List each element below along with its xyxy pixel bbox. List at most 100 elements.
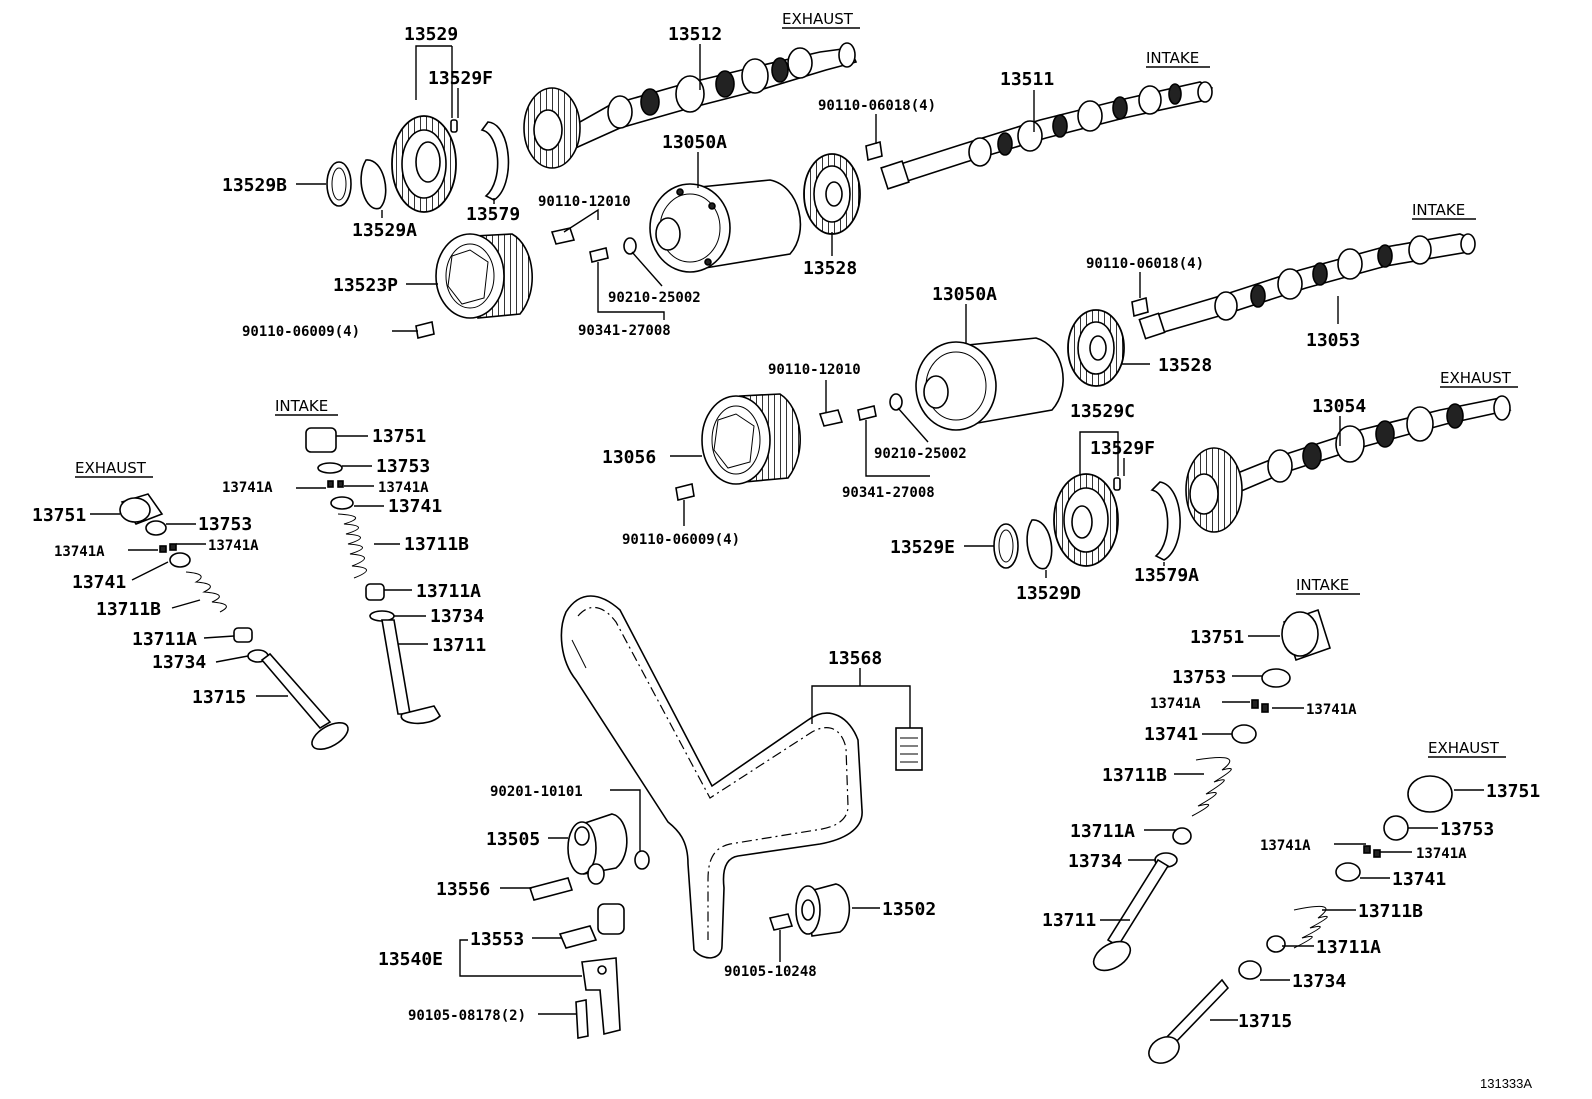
valve-group-right-intake [1092, 608, 1331, 972]
camshaft-13054 [1185, 395, 1512, 533]
label-13741A-ri-a: 13741A [1150, 696, 1201, 712]
housing-13523P [435, 233, 533, 319]
label-90105-08178: 90105-08178(2) [408, 1008, 526, 1024]
label-13711A-ri: 13711A [1070, 821, 1135, 842]
label-13523P: 13523P [333, 275, 398, 296]
label-13753-le: 13753 [198, 514, 252, 535]
label-90341-27008-lower: 90341-27008 [842, 485, 935, 501]
bolt-90341-upper [589, 247, 609, 263]
part-labels: 13529 13529F 13512 13511 90110-06018(4) … [32, 24, 1540, 1032]
camshaft-13053 [1138, 233, 1476, 340]
ring-13579 [480, 121, 510, 201]
bolt-90105-10248 [768, 913, 794, 931]
label-13512: 13512 [668, 24, 722, 45]
timing-belt-13568 [560, 595, 863, 959]
label-90110-06009-left: 90110-06009(4) [242, 324, 360, 340]
vvt-13050A [649, 179, 802, 273]
section-headers: EXHAUST INTAKE INTAKE EXHAUST INTAKE EXH… [75, 10, 1518, 758]
label-13529F-lower: 13529F [1090, 438, 1155, 459]
pin-13529F-b [1113, 477, 1121, 491]
label-90210-25002-top: 90210-25002 [608, 290, 701, 306]
label-13734-le: 13734 [152, 652, 206, 673]
label-90210-25002-lower: 90210-25002 [874, 446, 967, 462]
pin-13529F [450, 119, 458, 133]
bolt-90110-12010-upper [550, 227, 576, 245]
label-13741A-le-a: 13741A [54, 544, 105, 560]
label-13050A-lower: 13050A [932, 284, 997, 305]
label-13753-ri: 13753 [1172, 667, 1226, 688]
label-13056: 13056 [602, 447, 656, 468]
header-exhaust-left: EXHAUST [75, 459, 147, 477]
label-13711A-li: 13711A [416, 581, 481, 602]
label-90110-06018-right: 90110-06018(4) [1086, 256, 1204, 272]
idler-13502 [795, 883, 851, 937]
washer-90201 [634, 850, 650, 870]
sprocket-13529C [1053, 473, 1119, 567]
label-13553: 13553 [470, 929, 524, 950]
label-13741A-le-b: 13741A [208, 538, 259, 554]
bracket-13540E [581, 957, 621, 1036]
belt-label-card [895, 727, 923, 771]
label-13511: 13511 [1000, 69, 1054, 90]
gear-13528-upper [803, 153, 861, 235]
bolt-90110-06009-b [675, 483, 695, 501]
label-13711A-le: 13711A [132, 629, 197, 650]
sprocket-13529 [391, 115, 457, 213]
label-13741A-re-b: 13741A [1416, 846, 1467, 862]
label-13715-le: 13715 [192, 687, 246, 708]
label-13540E: 13540E [378, 949, 443, 970]
label-13556: 13556 [436, 879, 490, 900]
label-13741-re: 13741 [1392, 869, 1446, 890]
bolt-90110-12010-lower [818, 409, 844, 427]
label-90201-10101: 90201-10101 [490, 784, 583, 800]
leader-lines [90, 44, 1484, 1021]
label-13741A-li-a: 13741A [222, 480, 273, 496]
label-13741A-li-b: 13741A [378, 480, 429, 496]
label-13711-li: 13711 [432, 635, 486, 656]
label-13751-ri: 13751 [1190, 627, 1244, 648]
label-13505: 13505 [486, 829, 540, 850]
plate-13529D [1026, 519, 1053, 570]
ring-13579A [1150, 481, 1181, 561]
label-13529B: 13529B [222, 175, 287, 196]
header-exhaust-top: EXHAUST [782, 10, 854, 28]
bolt-13556 [528, 877, 574, 901]
label-13528-top: 13528 [803, 258, 857, 279]
label-90110-06018-top: 90110-06018(4) [818, 98, 936, 114]
housing-13056 [701, 393, 801, 485]
header-intake-lower-right: INTAKE [1296, 576, 1349, 594]
label-13751-re: 13751 [1486, 781, 1540, 802]
label-13502: 13502 [882, 899, 936, 920]
label-13751-li: 13751 [372, 426, 426, 447]
header-intake-top: INTAKE [1146, 49, 1199, 67]
label-13734-ri: 13734 [1068, 851, 1122, 872]
tensioner-13505 [567, 813, 628, 885]
washer-90210-lower [889, 393, 903, 411]
label-13711A-re: 13711A [1316, 937, 1381, 958]
label-13715-re: 13715 [1238, 1011, 1292, 1032]
label-90341-27008-top: 90341-27008 [578, 323, 671, 339]
label-13054: 13054 [1312, 396, 1366, 417]
bolt-90110-06009-a [415, 321, 435, 339]
label-13711-ri: 13711 [1042, 910, 1096, 931]
header-exhaust-lower-right: EXHAUST [1428, 739, 1500, 757]
label-13529F: 13529F [428, 68, 493, 89]
valve-group-right-exhaust [1148, 775, 1453, 1064]
camshaft-13512 [523, 42, 858, 169]
bolt-90110-06018-upper [865, 140, 883, 162]
vvt-13050A-lower [915, 337, 1064, 431]
plate-13529A [360, 159, 387, 210]
bolt-90110-06018-lower [1131, 296, 1149, 318]
label-13579A: 13579A [1134, 565, 1199, 586]
label-13529D: 13529D [1016, 583, 1081, 604]
label-13753-re: 13753 [1440, 819, 1494, 840]
label-13741A-re-a: 13741A [1260, 838, 1311, 854]
label-13529: 13529 [404, 24, 458, 45]
label-90105-10248: 90105-10248 [724, 964, 817, 980]
label-13711B-re: 13711B [1358, 901, 1423, 922]
label-13568: 13568 [828, 648, 882, 669]
label-13741-li: 13741 [388, 496, 442, 517]
label-13529C: 13529C [1070, 401, 1135, 422]
